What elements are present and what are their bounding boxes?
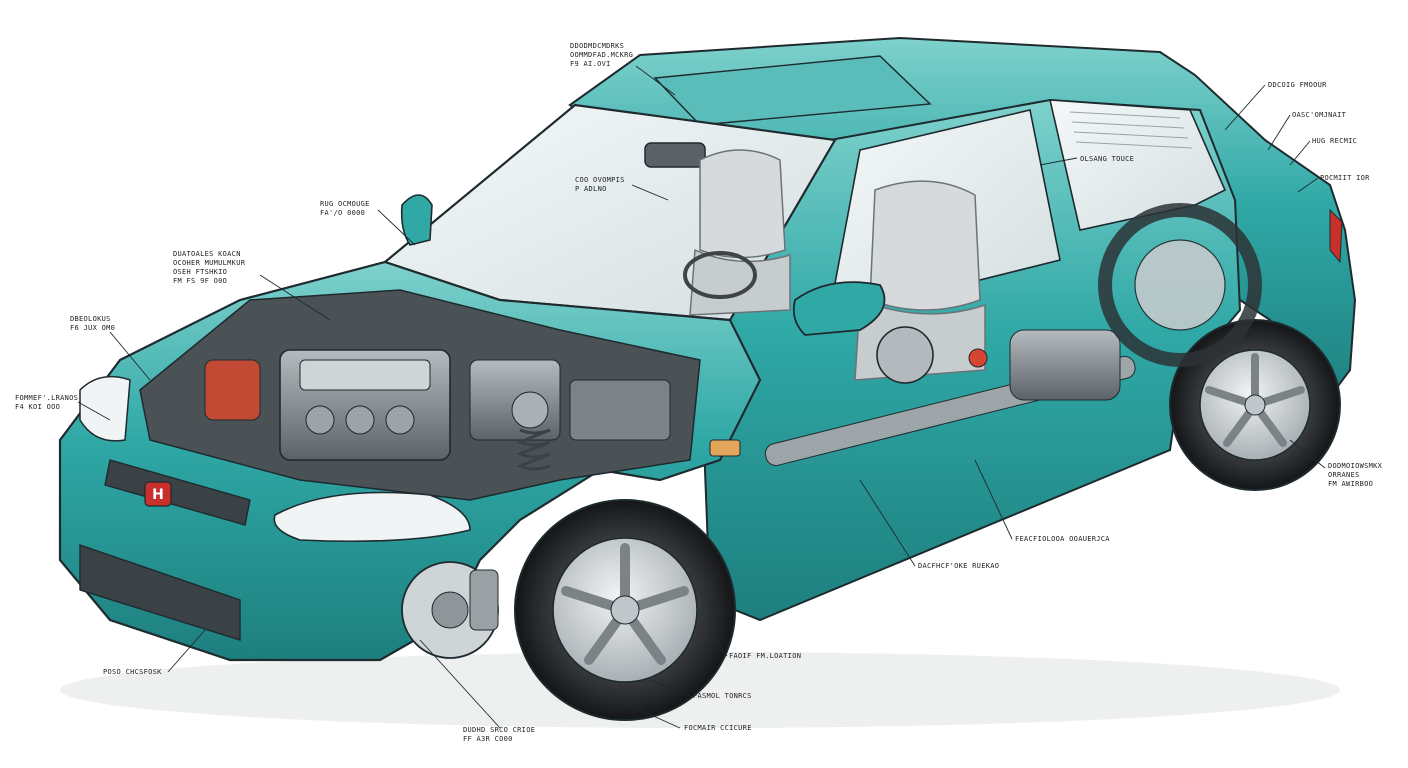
- callout-engine-top: DUATOALES KOACN OCOHER MUMULMKUR OSEH FT…: [173, 250, 245, 286]
- callout-mirror-left-line-2: FA'/O 0000: [320, 209, 366, 217]
- callout-tire-front-1-line-1: FAOIF FM.LOATION: [729, 652, 802, 660]
- callout-mirror-left-line-1: RUG OCMOUGE: [320, 200, 370, 208]
- callout-cabin-line-1: OLSANG TOUCE: [1080, 155, 1135, 163]
- callout-chassis-line-1: DACFHCF'OKE RUEKAO: [918, 562, 1000, 570]
- callout-front-brake: DUDHD SRCO CRIOE FF A3R CO00: [463, 726, 535, 744]
- callout-grille-side: FOMMEF'.LRANOS F4 KOI OOO: [15, 394, 78, 412]
- callout-tire-front-3: FOCMAIR CCICURE: [684, 724, 752, 733]
- wheel-icon: [514, 499, 736, 721]
- callout-rear-1-line-1: OASC'OMJNAIT: [1292, 111, 1347, 119]
- headlight-left: [79, 375, 131, 442]
- callout-rear-wheel-line-3: FM AWIRBOO: [1328, 480, 1374, 488]
- callout-sill-line-1: FEACFIOLOOA OOAUERJCA: [1015, 535, 1110, 543]
- callout-front-bumper: POSO CHCSFOSK: [103, 668, 162, 677]
- callout-tire-front-2-line-1: FASMOL TONRCS: [693, 692, 752, 700]
- spare-wheel: [1098, 203, 1262, 367]
- callout-dash-line-1: COO OVOMPIS: [575, 176, 625, 184]
- rearview-mirror: [644, 142, 706, 168]
- callout-rear-wheel-line-2: ORRANES: [1328, 471, 1360, 479]
- callout-headlamp: DBEOLOKUS F6 JUX OM0: [70, 315, 115, 333]
- front-grille: [104, 459, 251, 526]
- callout-tire-front-3-line-1: FOCMAIR CCICURE: [684, 724, 752, 732]
- steering-wheel: [683, 251, 757, 299]
- callout-roof: DDODMDCMDRKS OOMMDFAD.MCKRG F9 AI.OVI: [570, 42, 633, 69]
- side-mirror-icon: [792, 281, 886, 336]
- callout-rear-glass: DDCOIG FMOOUR: [1268, 81, 1327, 90]
- callout-tire-front-2: FASMOL TONRCS: [693, 692, 752, 701]
- lower-bumper-vent: [79, 544, 241, 641]
- callout-engine-top-line-2: OCOHER MUMULMKUR: [173, 259, 246, 267]
- callout-dash: COO OVOMPIS P ADLNO: [575, 176, 625, 194]
- spring-icon: [515, 428, 551, 471]
- callout-engine-top-line-4: FM FS 9F O0O: [173, 277, 228, 285]
- callout-rear-glass-line-1: DDCOIG FMOOUR: [1268, 81, 1327, 89]
- callout-front-bumper-line-1: POSO CHCSFOSK: [103, 668, 162, 676]
- callout-grille-side-line-1: FOMMEF'.LRANOS: [15, 394, 79, 402]
- callout-rear-3: POCMIIT IOR: [1320, 174, 1370, 183]
- callout-tire-front-1: FAOIF FM.LOATION: [729, 652, 801, 661]
- callout-engine-top-line-3: OSEH FTSHKIO: [173, 268, 228, 276]
- rear-wheel: [1169, 319, 1341, 491]
- callout-roof-line-2: OOMMDFAD.MCKRG: [570, 51, 634, 59]
- callout-roof-line-1: DDODMDCMDRKS: [570, 42, 625, 50]
- drivetrain: [709, 326, 1136, 466]
- rear-louvres: [1069, 111, 1193, 149]
- callout-headlamp-line-2: F6 JUX OM0: [70, 324, 116, 332]
- honda-badge-icon: H: [144, 481, 172, 507]
- tail-light: [1329, 208, 1343, 264]
- callout-rear-2-line-1: HUG RECMIC: [1312, 137, 1358, 145]
- svg-text:H: H: [152, 487, 164, 503]
- callout-rear-3-line-1: POCMIIT IOR: [1320, 174, 1370, 182]
- callout-mirror-left: RUG OCMOUGE FA'/O 0000: [320, 200, 370, 218]
- callout-rear-2: HUG RECMIC: [1312, 137, 1357, 146]
- sunroof: [653, 55, 932, 126]
- callout-cabin: OLSANG TOUCE: [1080, 155, 1134, 164]
- callout-sill: FEACFIOLOOA OOAUERJCA: [1015, 535, 1110, 544]
- callout-rear-1: OASC'OMJNAIT: [1292, 111, 1346, 120]
- callout-dash-line-2: P ADLNO: [575, 185, 607, 193]
- callout-grille-side-line-2: F4 KOI OOO: [15, 403, 61, 411]
- callout-rear-wheel-line-1: DODMOIOWSMKX: [1328, 462, 1383, 470]
- leader-lines: [77, 65, 1326, 729]
- callout-front-brake-line-2: FF A3R CO00: [463, 735, 513, 743]
- callout-front-brake-line-1: DUDHD SRCO CRIOE: [463, 726, 536, 734]
- headlight-icon: [273, 491, 471, 543]
- callout-roof-line-3: F9 AI.OVI: [570, 60, 611, 68]
- engine-icon: [204, 349, 671, 461]
- callout-headlamp-line-1: DBEOLOKUS: [70, 315, 111, 323]
- quarter-window: [1048, 99, 1227, 231]
- brake-disc-icon: [401, 561, 499, 659]
- left-side-mirror: [400, 194, 433, 246]
- callout-chassis: DACFHCF'OKE RUEKAO: [918, 562, 999, 571]
- callout-engine-top-line-1: DUATOALES KOACN: [173, 250, 241, 258]
- callout-rear-wheel: DODMOIOWSMKX ORRANES FM AWIRBOO: [1328, 462, 1382, 489]
